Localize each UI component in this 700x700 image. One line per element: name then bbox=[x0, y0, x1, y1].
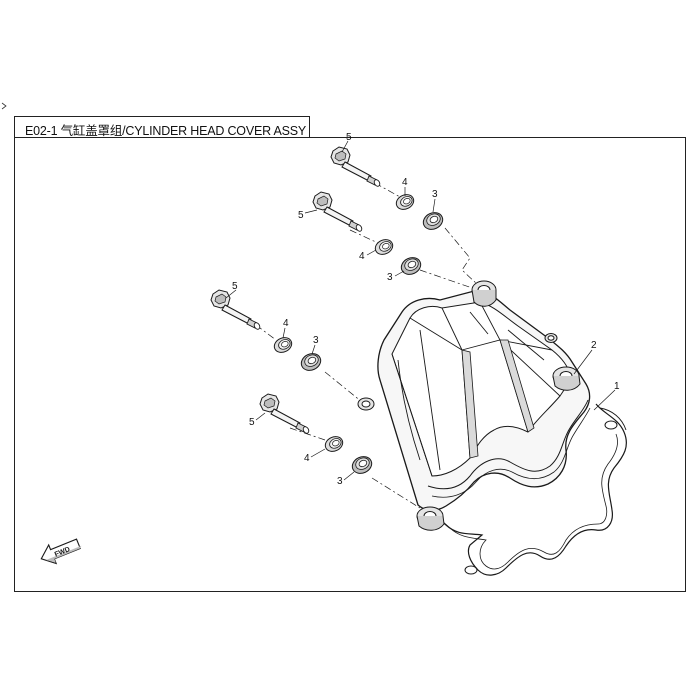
callout-4-d: 4 bbox=[304, 453, 310, 464]
callout-5-b: 5 bbox=[298, 210, 304, 221]
washer-4-d bbox=[322, 433, 346, 455]
callout-3-c: 3 bbox=[313, 335, 319, 346]
callout-5-d: 5 bbox=[249, 417, 255, 428]
bolt-5-a bbox=[330, 146, 382, 188]
callout-3-d: 3 bbox=[337, 476, 343, 487]
callout-3-b: 3 bbox=[387, 272, 393, 283]
title-box: E02-1 气缸盖罩组/CYLINDER HEAD COVER ASSY bbox=[14, 116, 310, 138]
registration-mark bbox=[1, 102, 7, 110]
callout-1: 1 bbox=[614, 381, 620, 392]
callout-4-a: 4 bbox=[402, 177, 408, 188]
grommet-3-a bbox=[420, 209, 446, 233]
callout-labels: 5 5 5 5 4 4 4 4 3 3 3 3 2 1 bbox=[232, 132, 620, 487]
page-title: E02-1 气缸盖罩组/CYLINDER HEAD COVER ASSY bbox=[25, 124, 307, 138]
bolt-5-c bbox=[210, 289, 262, 331]
washer-4-b bbox=[372, 236, 396, 258]
callout-4-b: 4 bbox=[359, 251, 365, 262]
callout-2: 2 bbox=[591, 340, 597, 351]
callout-4-c: 4 bbox=[283, 318, 289, 329]
fwd-arrow-icon: FWD bbox=[40, 538, 82, 565]
bolt-5-d bbox=[259, 393, 311, 435]
cylinder-head-cover bbox=[357, 280, 591, 531]
grommet-3-d bbox=[349, 453, 375, 477]
callout-3-a: 3 bbox=[432, 189, 438, 200]
leader-lines bbox=[225, 140, 616, 481]
callout-5-a: 5 bbox=[346, 132, 352, 143]
callout-5-c: 5 bbox=[232, 281, 238, 292]
grommet-3-b bbox=[398, 254, 424, 278]
bolt-5-b bbox=[312, 191, 364, 233]
grommet-3-c bbox=[298, 350, 324, 374]
drawing-frame bbox=[14, 137, 686, 592]
head-cover-gasket bbox=[423, 403, 627, 576]
